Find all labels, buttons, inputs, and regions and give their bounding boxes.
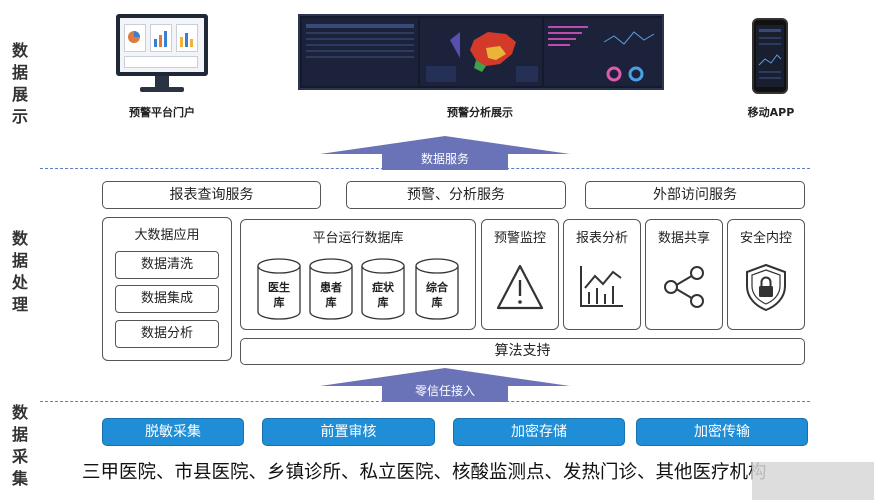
encrypted-transfer-button: 加密传输 [636, 418, 808, 446]
warning-analysis-service: 预警、分析服务 [346, 181, 566, 209]
mobile-label: 移动APP [747, 106, 795, 119]
pre-audit-button: 前置审核 [262, 418, 435, 446]
report-query-service: 报表查询服务 [102, 181, 321, 209]
symptom-db-icon: 症状库 [360, 258, 406, 320]
bigdata-title: 大数据应用 [134, 228, 200, 243]
algorithm-support-bar: 算法支持 [240, 338, 805, 365]
portal-label: 预警平台门户 [129, 106, 195, 119]
zero-trust-label: 零信任接入 [414, 384, 475, 398]
security-control-title: 安全内控 [739, 231, 792, 246]
share-nodes-icon [664, 266, 704, 308]
doctor-db-icon: 医生库 [256, 258, 302, 320]
data-service-arrow [320, 136, 570, 170]
comprehensive-db-icon: 综合库 [414, 258, 460, 320]
report-analysis-box: 报表分析 [563, 219, 641, 330]
portal-monitor-image [116, 14, 208, 104]
platform-db-title: 平台运行数据库 [312, 231, 404, 246]
mobile-phone-image [752, 18, 788, 94]
shield-lock-icon [746, 263, 786, 312]
desensitized-collection-button: 脱敏采集 [102, 418, 244, 446]
data-sharing-box: 数据共享 [645, 219, 723, 330]
data-sources-text: 三甲医院、市县医院、乡镇诊所、私立医院、核酸监测点、发热门诊、其他医疗机构 [82, 462, 767, 483]
external-access-service: 外部访问服务 [585, 181, 805, 209]
platform-database-group: 平台运行数据库 医生库 患者库 症状库 综合库 [240, 219, 476, 330]
data-integration-box: 数据集成 [115, 285, 219, 313]
data-analysis-box: 数据分析 [115, 320, 219, 348]
security-control-box: 安全内控 [727, 219, 805, 330]
watermark-overlay [752, 462, 874, 500]
section-label-collection: 数据采集 [11, 403, 28, 488]
bar-line-chart-icon [580, 266, 623, 307]
warning-monitor-title: 预警监控 [493, 231, 546, 246]
encrypted-storage-button: 加密存储 [453, 418, 625, 446]
analysis-bigscreen-image [298, 14, 664, 90]
zero-trust-arrow [320, 368, 570, 402]
section-label-processing: 数据处理 [11, 229, 28, 314]
bigdata-application-group: 大数据应用 数据清洗 数据集成 数据分析 [102, 217, 232, 361]
bigscreen-label: 预警分析展示 [447, 106, 513, 119]
data-sharing-title: 数据共享 [657, 231, 710, 246]
data-cleaning-box: 数据清洗 [115, 251, 219, 279]
patient-db-icon: 患者库 [308, 258, 354, 320]
warning-triangle-icon [496, 264, 544, 310]
report-analysis-title: 报表分析 [575, 231, 628, 246]
data-service-label: 数据服务 [420, 152, 469, 166]
warning-monitor-box: 预警监控 [481, 219, 559, 330]
section-label-display: 数据展示 [11, 41, 28, 126]
